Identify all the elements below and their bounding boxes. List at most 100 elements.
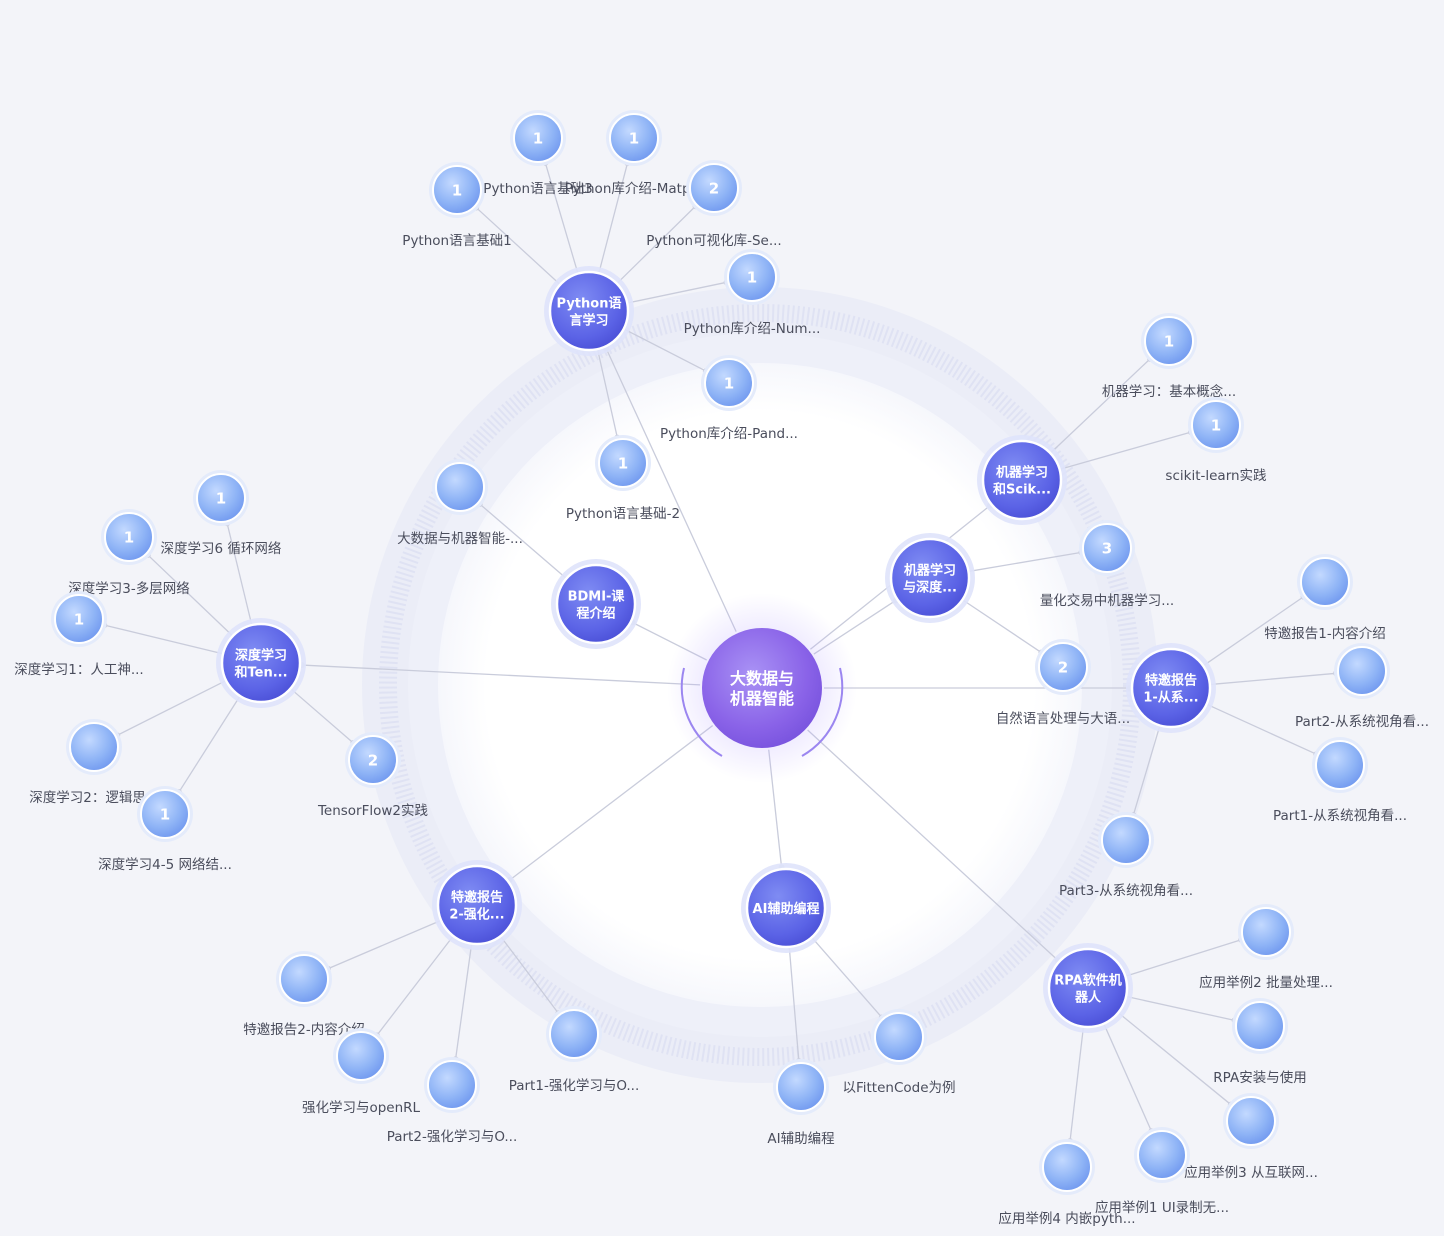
leaf-node[interactable]: Part2-从系统视角看... [1295,643,1429,730]
leaf-node[interactable]: RPA安装与使用 [1213,998,1307,1086]
edge-center-report2 [509,725,714,881]
edge-deep-4 [178,696,241,793]
leaf-node[interactable]: 1Python库介绍-Matp... [565,110,704,197]
leaf-node[interactable]: 应用举例4 内嵌pyth... [998,1139,1136,1227]
hub-node-report1[interactable]: 特邀报告1-从系... [1126,643,1216,733]
hub-label: 机器学习 [904,563,956,579]
leaf-circle [704,358,754,408]
leaf-node[interactable]: 1 深度学习6 循环网络 [161,470,282,557]
leaf-label: Part1-从系统视角看... [1273,808,1407,824]
leaf-circle [69,722,119,772]
hub-node-sklearn[interactable]: 机器学习和Scik... [977,435,1067,525]
leaf-label: Python库介绍-Num... [684,321,821,337]
leaf-node[interactable]: 强化学习与openRL [302,1028,421,1116]
leaf-label: 自然语言处理与大语... [996,710,1130,727]
leaf-circle [54,594,104,644]
hub-label: 程介绍 [576,606,615,622]
leaf-node[interactable]: 应用举例3 从互联网... [1184,1093,1318,1181]
edge-python-6 [597,349,618,438]
leaf-label: 机器学习：基本概念... [1102,383,1236,400]
leaf-label: Python语言基础1 [402,232,511,249]
edge-python-1 [544,162,579,273]
leaf-node[interactable]: Part3-从系统视角看... [1059,812,1193,899]
leaf-circle [874,1012,924,1062]
leaf-label: 应用举例1 UI录制无... [1095,1199,1229,1216]
leaf-label: RPA安装与使用 [1213,1069,1306,1086]
leaf-node[interactable]: 应用举例1 UI录制无... [1095,1127,1229,1216]
leaf-circle [1337,646,1387,696]
hub-circle [981,439,1063,521]
leaf-circle [609,113,659,163]
hub-node-mldl[interactable]: 机器学习与深度... [885,533,975,623]
leaf-label: 深度学习4-5 网络结... [98,857,232,873]
edge-center-python [605,347,737,632]
leaf-node[interactable]: 深度学习2：逻辑思... [29,719,159,806]
edge-report1-1 [1210,672,1337,686]
hub-label: Python语 [557,297,622,312]
leaf-node[interactable]: 2自然语言处理与大语... [996,639,1130,727]
leaf-node[interactable]: Part1-从系统视角看... [1273,737,1407,824]
edge-report2-2 [454,944,473,1060]
center-arc-right [801,667,844,757]
edge-deep-5 [290,688,354,744]
hub-node-report2[interactable]: 特邀报告2-强化... [432,860,522,950]
leaf-circle [348,735,398,785]
leaf-node[interactable]: Part2-强化学习与O... [387,1057,518,1145]
leaf-circle [1235,1001,1285,1051]
hub-label: 2-强化... [449,907,504,923]
leaf-label: Python可视化库-Se... [646,233,781,249]
edge-mldl-1 [962,599,1042,654]
hub-label: 和Scik... [993,482,1051,498]
edge-aicode-0 [788,947,800,1062]
leaf-node[interactable]: AI辅助编程 [767,1059,835,1147]
center-node[interactable]: 大数据与机器智能 [667,593,857,783]
hub-circle [548,270,630,352]
leaf-badge: 1 [1211,417,1221,435]
edge-rpa-2 [1118,1012,1232,1106]
edge-python-3 [617,205,696,284]
leaf-node[interactable]: 特邀报告1-内容介绍 [1264,554,1386,642]
leaf-badge: 1 [160,806,170,824]
hub-label: BDMI-课 [568,590,626,605]
edge-deep-2 [104,624,223,655]
hub-node-deep[interactable]: 深度学习和Ten... [216,618,306,708]
leaf-badge: 1 [618,455,628,473]
leaf-label: 特邀报告2-内容介绍 [243,1021,364,1038]
leaf-node[interactable]: 1 scikit-learn实践 [1165,397,1267,484]
leaf-circle [549,1009,599,1059]
center-circle [702,628,822,748]
hub-node-aicode[interactable]: AI辅助编程 [741,863,831,953]
leaf-label: scikit-learn实践 [1165,468,1267,484]
edge-bdmi-0 [479,503,567,579]
leaf-node[interactable]: 3量化交易中机器学习... [1040,520,1174,609]
leaf-circle [1226,1096,1276,1146]
leaf-badge: 1 [216,490,226,508]
leaf-node[interactable]: 应用举例2 批量处理... [1199,904,1333,991]
leaf-circle [598,438,648,488]
leaf-node[interactable]: 1Python库介绍-Num... [684,249,821,337]
leaf-node[interactable]: 1深度学习1：人工神... [14,591,144,678]
leaf-node[interactable]: Part1-强化学习与O... [509,1006,640,1094]
leaf-node[interactable]: 2Python可视化库-Se... [646,160,782,249]
leaf-circle [196,473,246,523]
leaf-node[interactable]: 1 深度学习4-5 网络结... [98,786,232,873]
leaf-node[interactable]: 大数据与机器智能-... [397,459,523,547]
leaf-circle [435,462,485,512]
leaf-node[interactable]: 1Python库介绍-Pand... [660,355,798,442]
leaf-label: 特邀报告1-内容介绍 [1264,625,1385,642]
leaf-circle [1038,642,1088,692]
leaf-node[interactable]: 特邀报告2-内容介绍 [243,951,365,1038]
edge-python-2 [598,162,629,273]
leaf-label: 深度学习6 循环网络 [161,541,282,557]
leaf-node[interactable]: 1机器学习：基本概念... [1102,313,1236,400]
leaf-node[interactable]: 以FittenCode为例 [842,1009,956,1096]
leaf-label: Python库介绍-Matp... [565,181,704,197]
